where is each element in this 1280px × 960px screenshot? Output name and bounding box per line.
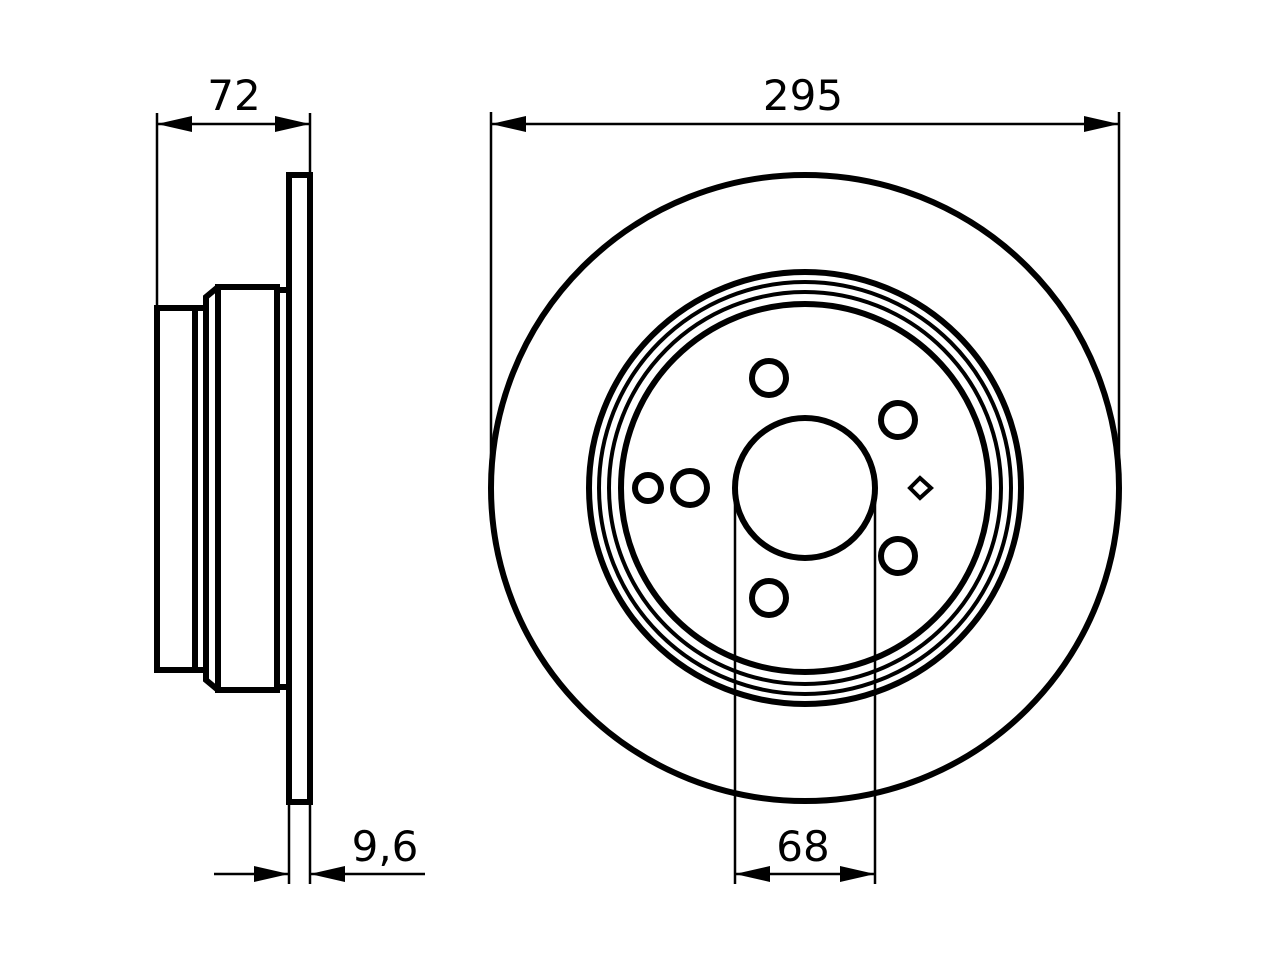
front-bolt-hole-left: [670, 468, 710, 508]
dim-295-label: 295: [763, 71, 843, 120]
dim-295-arrow-left: [491, 116, 526, 132]
front-hat-ring-1: [586, 269, 1024, 707]
dim-68-label: 68: [776, 822, 829, 871]
dim-96-label: 9,6: [352, 822, 419, 871]
front-hat-ring-4: [618, 301, 992, 675]
front-locator-hole: [632, 472, 664, 504]
dim-72-label: 72: [207, 71, 260, 120]
side-disc-plate: [286, 172, 313, 805]
dim-96-arrow-right: [310, 866, 345, 882]
dim-68-arrow-right: [840, 866, 875, 882]
side-view: 72 9,6: [154, 71, 425, 884]
front-hat-ring-3: [607, 290, 1003, 686]
dim-68-arrow-left: [735, 866, 770, 882]
front-bolt-hole-top: [749, 358, 789, 398]
side-hub-chamfer: [203, 284, 220, 693]
side-hub-body: [215, 284, 280, 693]
dim-295-arrow-right: [1084, 116, 1119, 132]
front-hat-ring-2: [597, 280, 1013, 696]
front-center-bore: [732, 415, 878, 561]
dim-96-arrow-left: [254, 866, 289, 882]
front-bolt-hole-top-right: [878, 400, 918, 440]
dim-72-arrow-right: [275, 116, 310, 132]
front-bolt-hole-bottom-right: [878, 536, 918, 576]
front-marker: [907, 475, 934, 501]
side-hub-cap: [154, 305, 198, 673]
front-view: 295 68: [488, 71, 1122, 884]
front-bolt-hole-bottom: [749, 578, 789, 618]
dim-72-arrow-left: [157, 116, 192, 132]
front-disc-outer: [488, 172, 1122, 804]
